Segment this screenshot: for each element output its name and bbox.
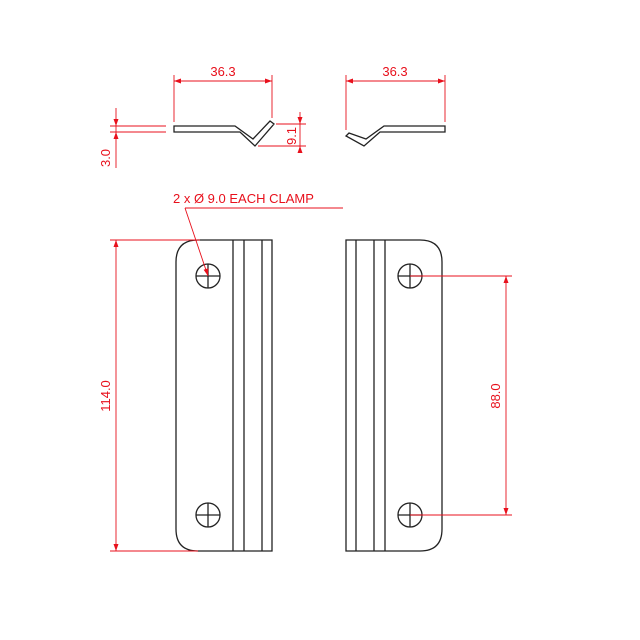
arrow-head: [438, 78, 445, 84]
dimension-label-thickness: 3.0: [98, 149, 113, 167]
plan-view-left: 2 x Ø 9.0 EACH CLAMP 114.0: [98, 191, 343, 552]
arrow-head: [203, 268, 209, 276]
arrow-head: [113, 132, 119, 139]
hole-callout-label: 2 x Ø 9.0 EACH CLAMP: [173, 191, 314, 206]
arrow-head: [297, 117, 303, 124]
side-profile-right: [344, 125, 446, 147]
arrow-head: [297, 146, 303, 153]
arrow-head: [346, 78, 353, 84]
arrow-head: [113, 119, 119, 126]
dimension-label-bend-height: 9.1: [284, 127, 299, 145]
clamp-plate-outline-right: [345, 239, 443, 552]
dimension-label-length: 114.0: [98, 380, 113, 412]
side-view-left: 36.3 3.0 9.1: [98, 64, 306, 168]
mounting-hole-bottom-left: [195, 502, 221, 528]
plan-view-right: 88.0: [345, 239, 512, 552]
dimension-label-width-right: 36.3: [382, 64, 407, 79]
arrow-head: [265, 78, 272, 84]
arrow-head: [113, 240, 119, 247]
arrow-head: [174, 78, 181, 84]
arrow-head: [113, 544, 119, 551]
callout-leader: [184, 207, 209, 277]
dimension-label-width-left: 36.3: [210, 64, 235, 79]
side-profile-left: [173, 120, 275, 147]
arrow-head: [503, 276, 509, 283]
arrow-head: [503, 508, 509, 515]
clamp-plate-outline-left: [175, 239, 273, 552]
side-view-right: 36.3: [344, 64, 446, 147]
dimension-label-hole-spacing: 88.0: [488, 383, 503, 408]
